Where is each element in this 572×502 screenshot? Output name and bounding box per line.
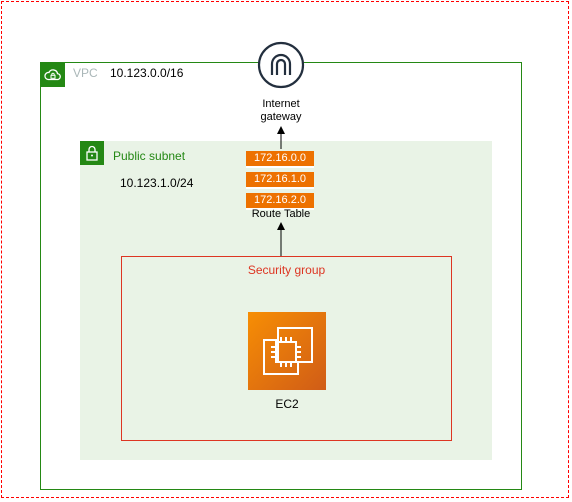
internet-gateway-icon	[257, 41, 305, 89]
vpc-cidr: 10.123.0.0/16	[110, 66, 184, 80]
vpc-label: VPC	[73, 66, 98, 80]
lock-icon	[80, 141, 104, 165]
route-entry: 172.16.2.0	[246, 193, 314, 210]
public-subnet-cidr: 10.123.1.0/24	[120, 176, 194, 190]
ec2-chip-icon	[248, 312, 326, 390]
internet-gateway-label-line2: gateway	[260, 111, 302, 123]
security-group-container	[121, 256, 452, 441]
public-subnet-label: Public subnet	[113, 149, 186, 163]
internet-gateway-label-line1: Internet	[262, 98, 300, 110]
route-entry: 172.16.1.0	[246, 172, 314, 189]
route-entry: 172.16.0.0	[246, 151, 314, 168]
ec2-label: EC2	[275, 397, 299, 411]
cloud-lock-icon	[41, 63, 65, 87]
security-group-label: Security group	[247, 263, 326, 277]
route-table-label: Route Table	[251, 208, 311, 220]
internet-gateway-label: Internet gateway	[236, 98, 326, 124]
